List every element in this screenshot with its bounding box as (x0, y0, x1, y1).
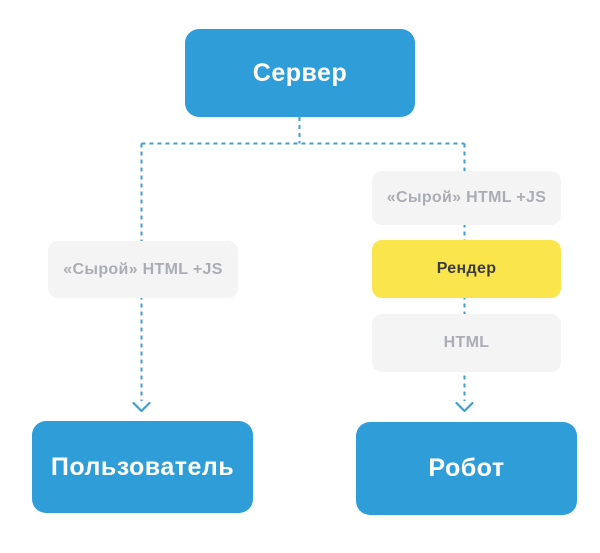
server-node: Сервер (185, 29, 415, 117)
user-node: Пользователь (32, 421, 253, 513)
raw-html-left-label: «Сырой» HTML +JS (63, 260, 223, 278)
render-node: Рендер (372, 240, 561, 298)
raw-html-left-node: «Сырой» HTML +JS (48, 241, 238, 298)
robot-label: Робот (428, 454, 505, 482)
raw-html-right-node: «Сырой» HTML +JS (372, 171, 561, 225)
user-label: Пользователь (50, 452, 235, 481)
raw-html-right-label: «Сырой» HTML +JS (386, 189, 547, 206)
robot-node: Робот (356, 422, 577, 515)
html-label: HTML (443, 334, 490, 351)
arrow-down-chevron-left-icon (132, 401, 151, 413)
server-label: Сервер (252, 58, 348, 87)
html-node: HTML (372, 314, 561, 372)
arrow-down-chevron-right-icon (455, 401, 474, 413)
render-label: Рендер (436, 260, 497, 277)
